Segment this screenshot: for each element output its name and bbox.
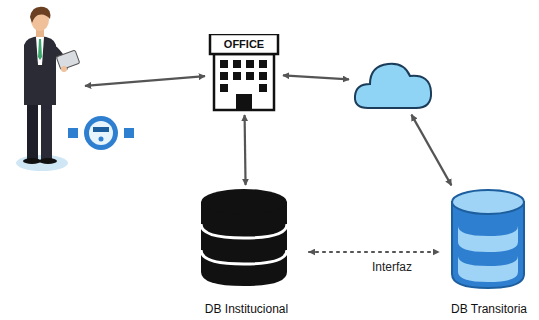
- water-meter-icon: [66, 114, 136, 154]
- cloud-icon: [352, 52, 434, 112]
- dbi-node: DB Institucional: [187, 188, 306, 316]
- connector: [411, 115, 451, 186]
- dbi-icon: [187, 188, 302, 316]
- person-icon: [12, 5, 82, 173]
- database-label: DB Transitoria: [442, 302, 536, 316]
- connector: [283, 75, 349, 79]
- cloud-node: [352, 52, 434, 112]
- connector: [85, 76, 205, 86]
- office-node: OFFICE: [208, 34, 280, 112]
- connector: [309, 251, 439, 253]
- dbt-icon: [442, 188, 532, 316]
- connector: [243, 115, 246, 185]
- database-label: DB Institucional: [187, 302, 306, 316]
- edge-label: Interfaz: [369, 260, 415, 274]
- sign-text: OFFICE: [208, 38, 280, 50]
- person-node: [12, 5, 82, 173]
- dbt-node: DB Transitoria: [442, 188, 536, 316]
